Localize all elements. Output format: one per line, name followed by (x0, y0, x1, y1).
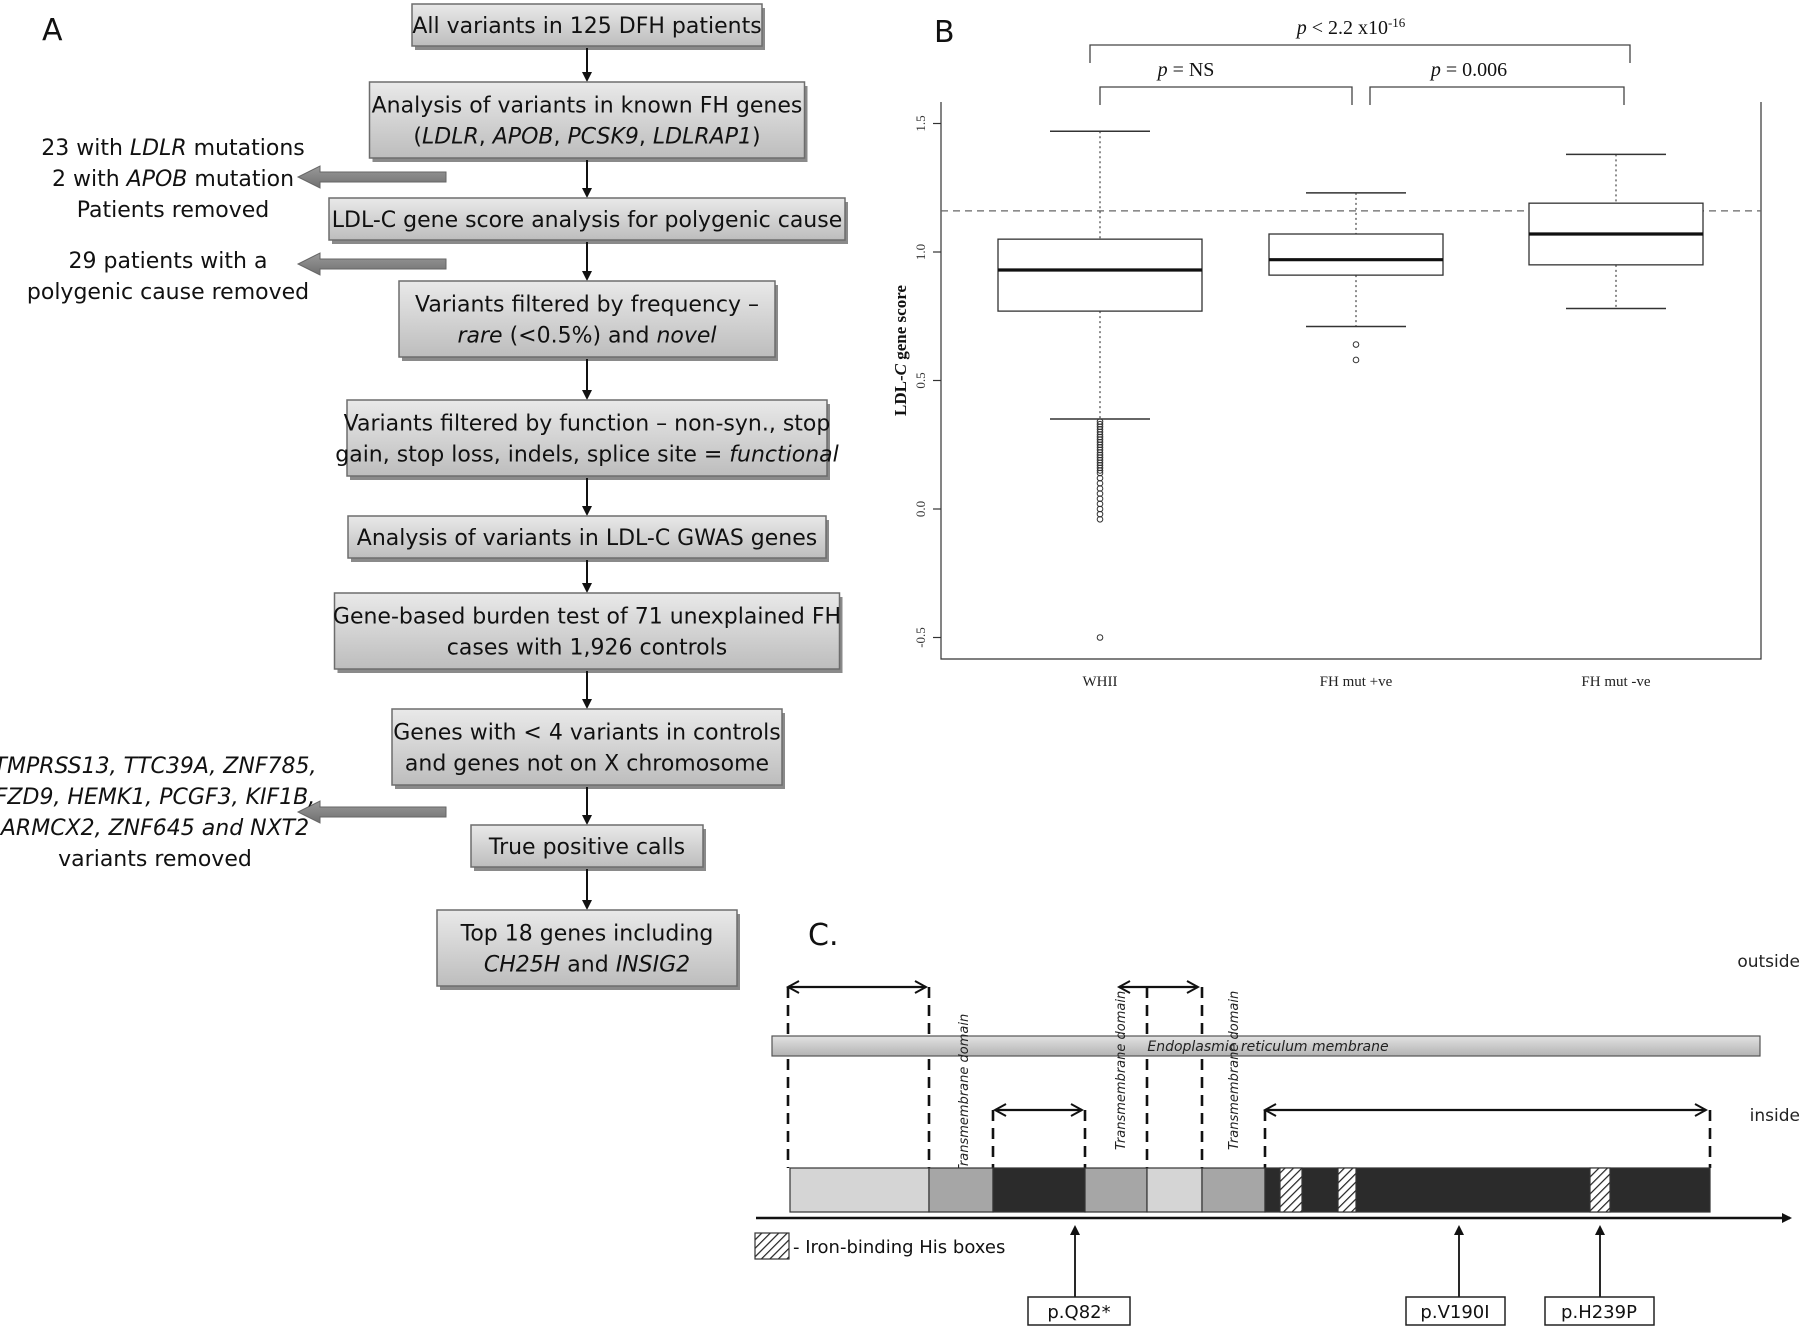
flow-box-text: CH25H and INSIG2 (484, 953, 690, 978)
removal-note-text: Patients removed (77, 198, 270, 223)
tm-label-1: Transmembrane domain (957, 1014, 972, 1173)
flow-box-text: gain, stop loss, indels, splice site = f… (335, 443, 839, 468)
variant-label-2: p.V190I (1420, 1302, 1489, 1323)
segment-tm-3 (1201, 1167, 1266, 1213)
segment-n-terminal (789, 1167, 930, 1213)
tm-label-2: Transmembrane domain (1114, 991, 1129, 1150)
flow-box (470, 824, 704, 868)
removal-note-text: FZD9, HEMK1, PCGF3, KIF1B, (0, 785, 315, 810)
segment-tm-1 (928, 1167, 994, 1213)
his-box-1 (1279, 1167, 1303, 1213)
y-tick-label: 1.0 (913, 244, 928, 260)
flow-box-text: Analysis of variants in known FH genes (372, 94, 803, 119)
er-membrane (771, 1035, 1761, 1057)
protein-diagram: Endoplasmic reticulum membrane outside i… (754, 952, 1800, 1326)
membrane-label: Endoplasmic reticulum membrane (1147, 1039, 1388, 1055)
flow-box (436, 909, 738, 987)
y-tick-label: 1.5 (913, 115, 928, 131)
x-tick-label: FH mut +ve (1320, 674, 1393, 690)
y-axis-label: LDL-C gene score (891, 285, 910, 416)
segment-tm-2 (1084, 1167, 1148, 1213)
flow-box (398, 280, 776, 358)
flow-box-text: and genes not on X chromosome (405, 752, 769, 777)
variant-label-3: p.H239P (1561, 1302, 1637, 1323)
outlier-point (1096, 467, 1104, 474)
y-tick-label: 0.5 (913, 372, 928, 388)
flow-box-text: Analysis of variants in LDL-C GWAS genes (357, 526, 817, 551)
flowchart: All variants in 125 DFH patientsAnalysis… (0, 3, 848, 990)
flow-box-text: Variants filtered by function – non-syn.… (344, 412, 831, 437)
removal-note-text: ARMCX2, ZNF645 and NXT2 (0, 816, 309, 841)
flow-box-text: True positive calls (488, 835, 685, 860)
x-tick-label: WHII (1083, 674, 1118, 690)
outside-label: outside (1737, 952, 1800, 972)
y-tick-label: 0.0 (913, 501, 928, 517)
x-tick-label: FH mut -ve (1581, 674, 1651, 690)
significance-bracket: p = 0.006 (1369, 59, 1625, 105)
flow-box (391, 708, 783, 786)
inside-label: inside (1750, 1106, 1800, 1126)
removal-arrow (296, 252, 447, 276)
flow-box-text: Variants filtered by frequency – (415, 293, 759, 318)
his-box-3 (1589, 1167, 1611, 1213)
removal-note-text: 29 patients with a (69, 249, 268, 274)
flow-box (346, 399, 828, 477)
tm-label-3: Transmembrane domain (1227, 991, 1242, 1150)
variant-box-2 (1405, 1296, 1506, 1326)
significance-bracket: p = NS (1099, 59, 1353, 105)
p-value-label: p < 2.2 x10-16 (1295, 15, 1406, 40)
flow-box (333, 592, 841, 670)
his-box-2 (1337, 1167, 1357, 1213)
his-box-legend-swatch (754, 1232, 790, 1260)
flow-box-text: Genes with < 4 variants in controls (393, 721, 781, 746)
flow-box-text: rare (<0.5%) and novel (457, 324, 716, 349)
flow-box-text: Top 18 genes including (460, 922, 714, 947)
box-iqr (1268, 233, 1444, 276)
p-value-label: p = 0.006 (1429, 59, 1507, 81)
box-group: WHII (997, 130, 1203, 690)
removal-arrow (296, 165, 447, 189)
flow-box-text: LDL-C gene score analysis for polygenic … (332, 208, 842, 233)
segment-loop-2 (1146, 1167, 1203, 1213)
segment-c-terminal (1264, 1167, 1711, 1213)
outlier-point (1096, 634, 1104, 641)
box-group: FH mut +ve (1268, 192, 1444, 690)
panel-label-a: A (42, 13, 63, 48)
flow-box (347, 515, 827, 559)
removal-arrow (296, 800, 447, 824)
bracket-line (1369, 86, 1625, 105)
panel-label-c: C. (808, 918, 838, 953)
removal-note-text: TMPRSS13, TTC39A, ZNF785, (0, 754, 316, 779)
outlier-point (1096, 515, 1104, 523)
flow-box-text: cases with 1,926 controls (447, 636, 727, 661)
his-box-legend-label: - Iron-binding His boxes (793, 1237, 1005, 1258)
flow-box (328, 197, 846, 241)
box-iqr (997, 238, 1203, 312)
flow-box-text: All variants in 125 DFH patients (412, 14, 761, 39)
removal-note-text: variants removed (58, 847, 252, 872)
flow-box (368, 81, 806, 159)
removal-note-text: polygenic cause removed (27, 280, 309, 305)
removal-note-text: 2 with APOB mutation (52, 167, 294, 192)
flow-box (411, 3, 763, 47)
p-value-label: p = NS (1156, 59, 1215, 81)
box-group: FH mut -ve (1528, 153, 1704, 690)
y-tick-label: -0.5 (913, 627, 928, 648)
flow-box-text: Gene-based burden test of 71 unexplained… (333, 605, 841, 630)
flow-box-text: (LDLR, APOB, PCSK9, LDLRAP1) (413, 125, 760, 150)
segment-loop-1 (992, 1167, 1086, 1213)
plot-frame (940, 102, 1762, 660)
variant-box-1 (1027, 1296, 1131, 1326)
bracket-line (1099, 86, 1353, 105)
bracket-line (1089, 44, 1631, 63)
variant-box-3 (1544, 1296, 1655, 1326)
significance-bracket: p < 2.2 x10-16 (1089, 15, 1631, 63)
outlier-point (1352, 356, 1360, 364)
outlier-point (1352, 341, 1360, 348)
removal-note-text: 23 with LDLR mutations (41, 136, 304, 161)
panel-label-b: B (934, 15, 955, 50)
variant-label-1: p.Q82* (1047, 1302, 1110, 1323)
